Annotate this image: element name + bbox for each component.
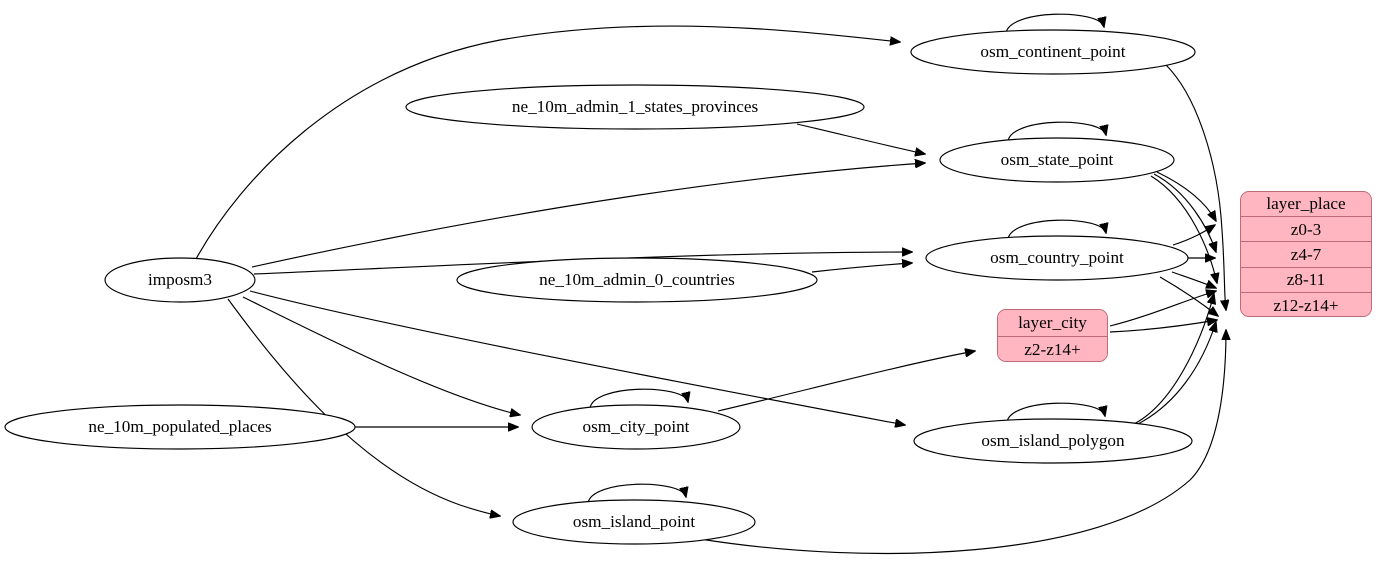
node-label-osm-country-point: osm_country_point [990, 248, 1124, 267]
edge-layer-city-to-layer-place-z12 [1109, 320, 1217, 333]
nodes-layer: imposm3 ne_10m_admin_1_states_provinces … [4, 29, 1196, 545]
edge-imposm3-to-osm-city-point [242, 296, 520, 415]
node-osm-state-point[interactable]: osm_state_point [939, 137, 1175, 183]
edge-osm-state-point-to-layer-place-z0-3 [1156, 171, 1216, 221]
edge-osm-state-point-to-layer-place-z4-7 [1153, 173, 1216, 252]
node-label-osm-city-point: osm_city_point [583, 417, 690, 436]
edge-osm-island-polygon-to-layer-place-z8-11 [1133, 294, 1214, 425]
edge-self-loop-osm-island-polygon [1006, 402, 1105, 423]
node-ne-10m-populated-places[interactable]: ne_10m_populated_places [4, 404, 356, 450]
node-label-ne-10m-admin-0-countries: ne_10m_admin_0_countries [539, 270, 735, 289]
node-label-ne-10m-admin-1-states-provinces: ne_10m_admin_1_states_provinces [512, 97, 759, 116]
node-osm-country-point[interactable]: osm_country_point [925, 235, 1189, 281]
node-osm-island-point[interactable]: osm_island_point [512, 499, 756, 545]
edge-osm-island-polygon-to-layer-place-z12 [1137, 322, 1216, 425]
edge-imposm3-to-osm-continent-point [195, 25, 900, 260]
edge-imposm3-to-osm-state-point [251, 163, 925, 268]
record-row-layer-place-z0-3[interactable]: z0-3 [1241, 217, 1371, 243]
edge-osm-state-point-to-layer-place-z8-11 [1150, 175, 1217, 283]
node-imposm3[interactable]: imposm3 [104, 257, 256, 303]
node-label-osm-island-polygon: osm_island_polygon [981, 431, 1125, 450]
edge-osm-city-point-to-layer-city-z2 [717, 351, 975, 412]
edge-osm-country-point-to-layer-place-z0-3 [1172, 225, 1215, 246]
record-row-layer-city-z2-z14plus[interactable]: z2-z14+ [998, 336, 1107, 361]
edge-osm-continent-point-to-layer-place-z12 [1165, 64, 1226, 310]
edge-self-loop-osm-country-point [1007, 219, 1106, 240]
edge-osm-island-point-to-layer-place-z12 [699, 330, 1226, 555]
edge-layer-city-to-layer-place-z8-11 [1109, 291, 1216, 327]
node-ne-10m-admin-0-countries[interactable]: ne_10m_admin_0_countries [456, 257, 818, 303]
edge-imposm3-to-osm-island-point [227, 298, 500, 516]
record-row-layer-place-z4-7[interactable]: z4-7 [1241, 242, 1371, 268]
node-osm-city-point[interactable]: osm_city_point [531, 404, 741, 450]
edge-self-loop-osm-city-point [589, 388, 688, 409]
edge-imposm3-to-osm-island-polygon [249, 290, 905, 425]
node-label-osm-continent-point: osm_continent_point [980, 42, 1125, 61]
node-label-imposm3: imposm3 [148, 270, 212, 289]
record-node-layer-place[interactable]: layer_place z0-3 z4-7 z8-11 z12-z14+ [1240, 191, 1372, 317]
node-label-osm-state-point: osm_state_point [1001, 150, 1114, 169]
node-osm-continent-point[interactable]: osm_continent_point [910, 29, 1196, 75]
record-node-layer-city[interactable]: layer_city z2-z14+ [997, 309, 1108, 362]
record-row-layer-place-z8-11[interactable]: z8-11 [1241, 267, 1371, 293]
edge-self-loop-osm-island-point [587, 483, 686, 504]
edges-layer [195, 13, 1226, 555]
record-row-layer-place-header: layer_place [1241, 192, 1371, 218]
edge-ne-countries-to-osm-country-point [811, 263, 912, 273]
record-row-layer-city-header: layer_city [998, 310, 1107, 337]
record-row-layer-place-z12-z14plus[interactable]: z12-z14+ [1241, 292, 1371, 316]
edge-self-loop-osm-continent-point [1005, 13, 1104, 34]
node-label-osm-island-point: osm_island_point [573, 512, 695, 531]
edge-self-loop-osm-state-point [1007, 121, 1106, 142]
node-osm-island-polygon[interactable]: osm_island_polygon [913, 418, 1193, 464]
node-ne-10m-admin-1-states-provinces[interactable]: ne_10m_admin_1_states_provinces [405, 84, 865, 130]
edge-ne-states-to-osm-state-point [796, 123, 925, 154]
node-label-ne-10m-populated-places: ne_10m_populated_places [88, 417, 272, 436]
edge-osm-country-point-to-layer-place-z8-11 [1171, 271, 1216, 288]
